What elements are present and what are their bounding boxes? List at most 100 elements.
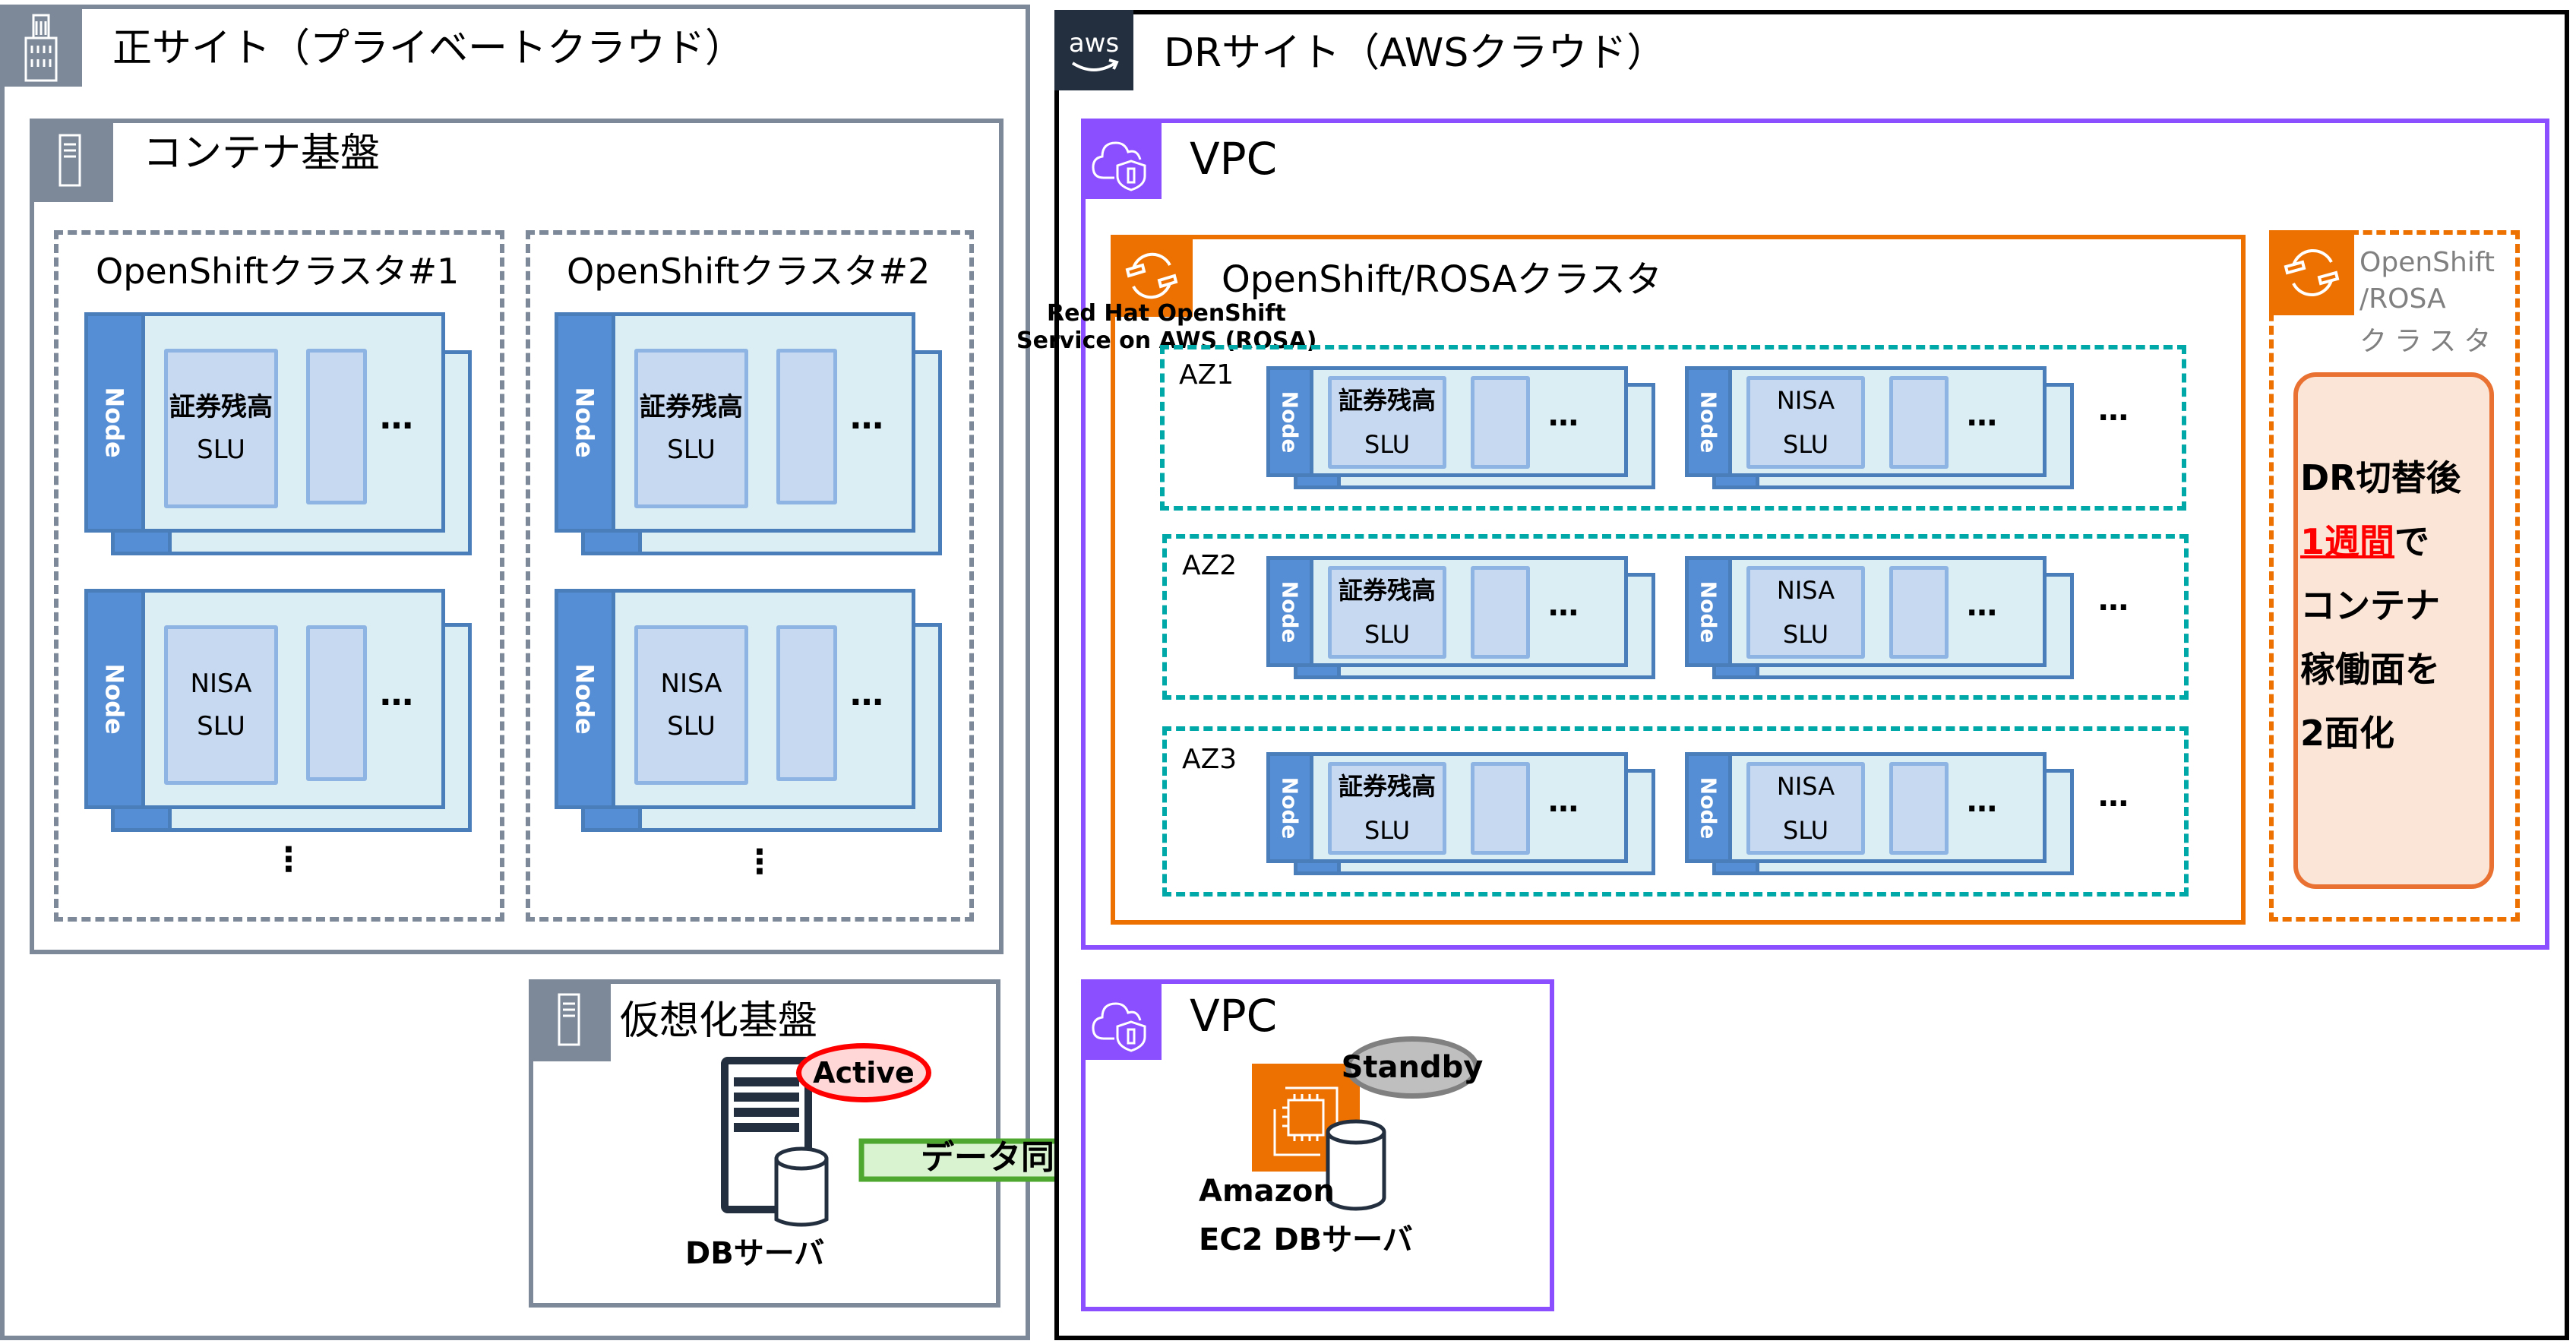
vpc-cloud-shield-icon [1092, 1002, 1146, 1052]
note-line-4: 稼働面を [2300, 649, 2440, 690]
pod-app-name: 証券残高 [1338, 386, 1436, 415]
pod-empty [1889, 376, 1949, 469]
pod-app-type: SLU [197, 711, 245, 742]
node: Node 証券残高 SLU … [1266, 752, 1628, 863]
pod-app-type: SLU [1364, 816, 1410, 845]
node-label: Node [1696, 776, 1721, 839]
pod-app-type: SLU [1364, 430, 1410, 459]
note-line-3: コンテナ [2300, 585, 2440, 626]
vpc-cloud-shield-icon [1092, 141, 1146, 191]
note-line-5: 2面化 [2300, 713, 2395, 754]
node: Node 証券残高 SLU … [555, 312, 915, 533]
active-status-badge: Active [796, 1043, 931, 1102]
node-label: Node [100, 387, 129, 458]
availability-zone-3 [1162, 726, 2189, 897]
note-highlight-duration: 1週間 [2300, 521, 2395, 562]
pod-empty [306, 349, 367, 504]
more-nodes-vertical-ellipsis: ⋮ [743, 845, 776, 878]
future-cluster-title-3: クラスタ [2359, 326, 2499, 357]
pod-app: 証券残高 SLU [634, 349, 748, 508]
node-label: Node [571, 387, 599, 458]
ec2-label-line-2: EC2 DBサーバ [1199, 1222, 1413, 1257]
pod-app-name: 証券残高 [1338, 772, 1436, 801]
node: Node 証券残高 SLU … [84, 312, 445, 533]
pod-app-type: SLU [667, 435, 716, 465]
more-nodes-ellipsis: … [2098, 393, 2130, 428]
server-icon [58, 134, 81, 187]
pod-app: NISA SLU [164, 625, 278, 785]
node-label: Node [1696, 391, 1721, 453]
node-label: Node [571, 663, 599, 735]
pod-app-name: NISA [1776, 772, 1835, 801]
pod-empty [1471, 566, 1530, 659]
cluster-1-title: OpenShiftクラスタ#1 [96, 251, 460, 292]
pod-empty [1471, 762, 1530, 855]
standby-status-badge: Standby [1342, 1036, 1483, 1099]
pod-app-type: SLU [1783, 430, 1828, 459]
node-label: Node [1277, 776, 1303, 839]
note-line-2: 1週間で [2300, 524, 2429, 559]
rosa-icon-tag [1111, 235, 1193, 317]
pod-app-type: SLU [1783, 620, 1828, 649]
node-stack: Node 証券残高 SLU … [1266, 752, 1655, 875]
az2-label: AZ2 [1182, 550, 1237, 581]
node-stack: Node 証券残高 SLU … [555, 312, 942, 555]
pod-app-name: NISA [1776, 576, 1835, 605]
more-pods-ellipsis: … [1548, 588, 1580, 623]
pod-empty [1471, 376, 1530, 469]
ec2-label-line-1: Amazon [1199, 1174, 1335, 1209]
future-cluster-title-1: OpenShift [2359, 247, 2495, 278]
node-label: Node [100, 663, 129, 735]
pod-app-name: NISA [190, 669, 252, 699]
node-label: Node [1696, 580, 1721, 643]
az3-label: AZ3 [1182, 744, 1237, 775]
more-pods-ellipsis: … [1548, 398, 1580, 433]
node-label: Node [1277, 391, 1303, 453]
node-stack: Node NISA SLU … [555, 589, 942, 832]
pod-app-type: SLU [1783, 816, 1828, 845]
aws-logo-text: aws [1069, 28, 1119, 59]
pod-app-type: SLU [1364, 620, 1410, 649]
pod-app-name: 証券残高 [169, 392, 273, 422]
pod-empty [1889, 566, 1949, 659]
availability-zone-2 [1162, 534, 2189, 700]
rosa-icon-caption-1: Red Hat OpenShift [1047, 300, 1286, 327]
pod-app: 証券残高 SLU [1328, 376, 1446, 469]
vpc-main-icon-tag [1081, 119, 1162, 199]
pod-empty [776, 625, 837, 781]
database-cylinder-icon [1326, 1119, 1386, 1211]
more-pods-ellipsis: … [1548, 784, 1580, 819]
vpc-db-icon-tag [1081, 979, 1162, 1060]
pod-app-name: NISA [660, 669, 722, 699]
openshift-icon [2284, 248, 2340, 297]
primary-site-title: 正サイト（プライベートクラウド） [112, 26, 745, 71]
pod-app: NISA SLU [1746, 762, 1865, 855]
pod-empty [776, 349, 837, 504]
pod-empty [306, 625, 367, 781]
pod-app: 証券残高 SLU [1328, 762, 1446, 855]
cluster-2-title: OpenShiftクラスタ#2 [567, 251, 931, 292]
more-nodes-vertical-ellipsis: ⋮ [272, 843, 305, 876]
node-stack: Node 証券残高 SLU … [1266, 366, 1655, 489]
db-server-icon [721, 1057, 829, 1227]
dr-site-title: DRサイト（AWSクラウド） [1164, 30, 1667, 76]
container-platform-title: コンテナ基盤 [143, 131, 381, 176]
aws-logo-icon: aws [1069, 28, 1119, 71]
note-line-2-rest: で [2394, 521, 2430, 562]
node: Node NISA SLU … [555, 589, 915, 809]
more-pods-ellipsis: … [380, 675, 415, 713]
more-pods-ellipsis: … [380, 398, 415, 437]
aws-logo-tag: aws [1054, 10, 1133, 90]
node-label: Node [1277, 580, 1303, 643]
note-line-1: DR切替後 [2300, 457, 2461, 498]
